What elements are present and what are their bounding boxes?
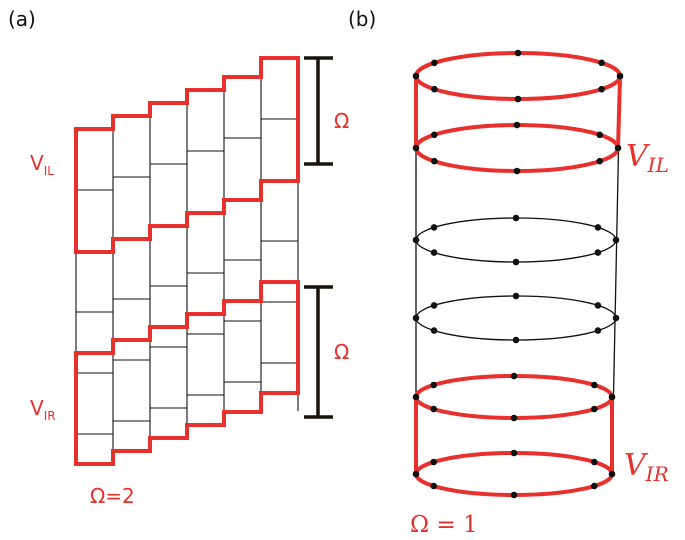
site-dot — [430, 327, 438, 334]
omega-label-bottom: Ω — [334, 340, 349, 364]
site-dot — [512, 336, 520, 344]
site-dot — [430, 249, 438, 256]
site-dot — [512, 292, 520, 300]
v-il-region — [74, 56, 300, 254]
site-dot — [594, 249, 602, 256]
v-ir-label-a: VIR — [30, 396, 56, 423]
site-dot — [412, 314, 420, 322]
site-dot — [412, 72, 420, 80]
site-dot — [412, 144, 420, 152]
site-dot — [608, 393, 616, 401]
site-dot — [512, 214, 520, 222]
site-dot — [616, 72, 624, 80]
ring — [414, 451, 614, 497]
site-dot — [430, 302, 438, 309]
site-dot — [612, 314, 620, 322]
cylinder-sites — [412, 49, 624, 499]
site-dot — [431, 131, 438, 139]
v-il-label-a: VIL — [30, 151, 54, 178]
v-ir-region — [74, 280, 300, 466]
site-dot — [430, 381, 438, 389]
omega-label-top: Ω — [334, 109, 349, 133]
omega-bracket-top — [304, 56, 333, 166]
site-dot — [430, 458, 438, 466]
site-dot — [596, 157, 603, 165]
v-il-label-b: VIL — [626, 139, 669, 177]
ring — [414, 123, 620, 173]
panel-a-label: (a) — [8, 7, 36, 31]
staircase-red-regions — [74, 56, 300, 466]
site-dot — [431, 85, 438, 93]
site-dot — [598, 85, 605, 93]
ring — [414, 374, 614, 420]
site-dot — [594, 327, 602, 334]
ring — [415, 217, 617, 263]
site-dot — [591, 482, 598, 490]
cylinder-side-lines — [415, 75, 621, 474]
site-dot — [412, 470, 420, 478]
site-dot — [514, 49, 522, 57]
site-dot — [430, 482, 438, 490]
omega-bracket-bottom — [304, 285, 333, 419]
red-cylinder-top-walls — [414, 77, 622, 149]
site-dot — [431, 157, 438, 165]
site-dot — [510, 449, 518, 457]
cylinder-rings — [414, 51, 622, 497]
site-dot — [431, 59, 438, 67]
site-dot — [598, 59, 605, 67]
site-dot — [512, 258, 520, 266]
ring — [415, 295, 617, 341]
omega-value-b: Ω = 1 — [410, 512, 478, 538]
site-dot — [591, 405, 598, 413]
site-dot — [591, 458, 598, 466]
site-dot — [510, 414, 518, 422]
site-dot — [608, 470, 616, 478]
staircase-grid — [75, 57, 299, 463]
site-dot — [412, 236, 420, 244]
site-dot — [513, 121, 521, 129]
site-dot — [430, 224, 438, 231]
panel-b-label: (b) — [348, 7, 376, 31]
site-dot — [412, 393, 420, 401]
site-dot — [430, 405, 438, 413]
site-dot — [596, 131, 603, 139]
site-dot — [614, 144, 622, 152]
site-dot — [594, 302, 602, 309]
omega-value-a: Ω=2 — [90, 484, 135, 508]
site-dot — [591, 381, 598, 389]
site-dot — [510, 491, 518, 499]
site-dot — [612, 236, 620, 244]
site-dot — [514, 95, 522, 103]
ring — [414, 51, 622, 101]
site-dot — [513, 167, 521, 175]
v-ir-label-b: VIR — [624, 448, 669, 486]
site-dot — [510, 372, 518, 380]
site-dot — [594, 224, 602, 231]
red-cylinder-bottom-walls — [414, 397, 614, 472]
